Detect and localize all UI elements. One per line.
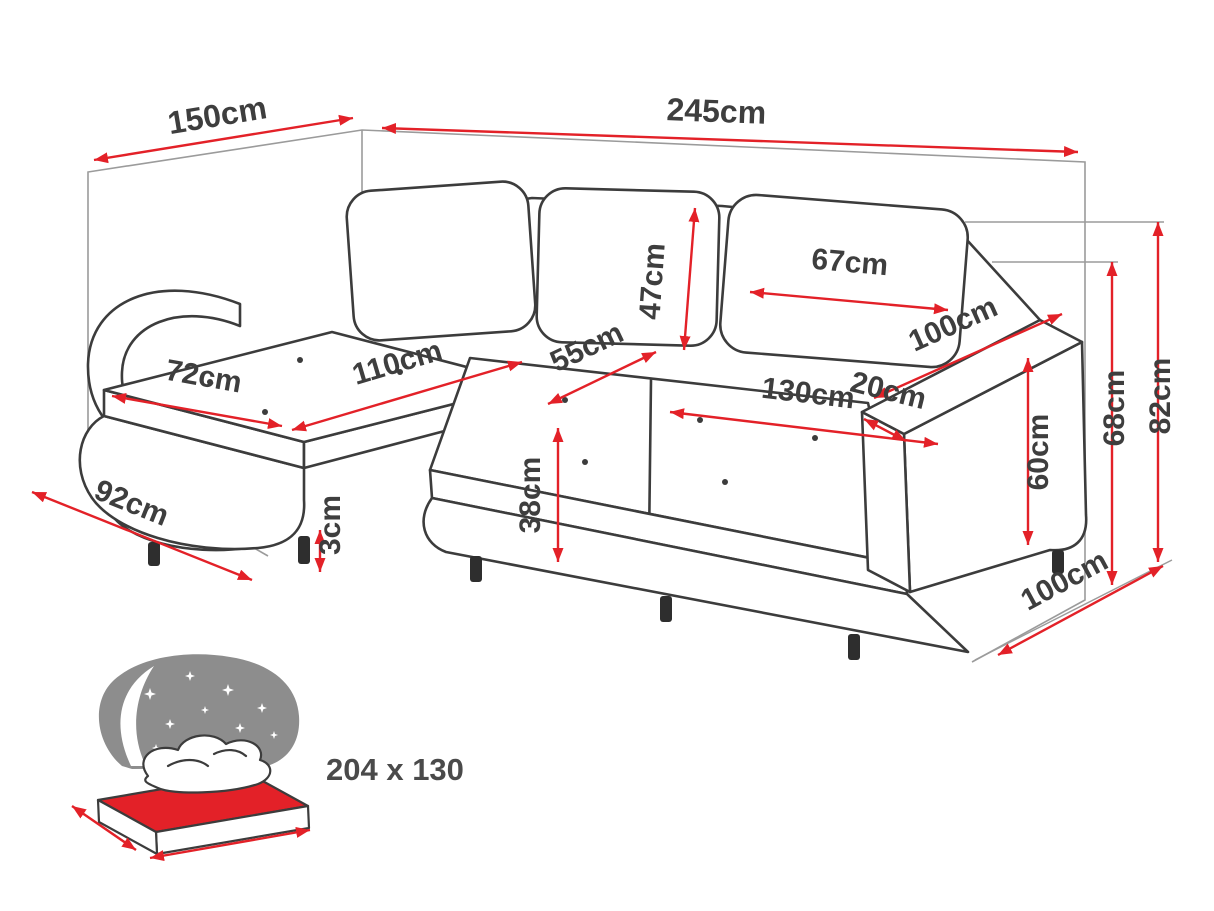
dimension-47: 47cm: [633, 207, 700, 351]
dimension-label-67: 67cm: [810, 243, 889, 283]
dimension-82: 82cm: [1144, 222, 1177, 562]
dimension-line-100-depth: [997, 564, 1164, 657]
sofa-leg: [848, 634, 860, 660]
moon-crescent-icon: [120, 666, 154, 766]
dimension-line-67: [749, 287, 949, 315]
dimension-150: 150cm: [93, 89, 354, 164]
dimension-100-depth: 100cm: [997, 544, 1164, 657]
dimension-245: 245cm: [381, 91, 1079, 158]
dimension-38: 38cm: [514, 428, 564, 562]
unfold-arrow-front: [149, 826, 311, 862]
dimension-line-20: [863, 417, 907, 443]
sleeping-area-size-label: 204 x 130: [326, 752, 464, 787]
dimension-line-100-armrest: [873, 312, 1063, 400]
dimension-label-82: 82cm: [1144, 358, 1177, 435]
dimension-67: 67cm: [749, 243, 949, 315]
sofa-leg: [298, 536, 310, 564]
sofa-leg: [660, 596, 672, 622]
dimension-line-245: [381, 122, 1079, 158]
dimension-68: 68cm: [1098, 262, 1131, 585]
dimension-line-92: [31, 490, 253, 582]
dimension-line-72: [111, 393, 283, 429]
duvet-crease-lines: [166, 749, 248, 768]
back-pillow-left: [345, 180, 537, 342]
dimension-label-47: 47cm: [633, 242, 671, 321]
unfold-arrow-left: [71, 805, 137, 851]
right-armrest-outer: [902, 340, 1088, 594]
dimension-label-60: 60cm: [1022, 414, 1055, 491]
dimension-line-55: [547, 350, 657, 406]
dimension-label-3: 3cm: [314, 495, 347, 555]
sofa-drawing: [78, 180, 1088, 660]
dimension-label-245: 245cm: [666, 91, 767, 131]
dimension-3: 3cm: [314, 495, 347, 572]
dimension-label-38: 38cm: [514, 457, 547, 534]
dimension-label-68: 68cm: [1098, 370, 1131, 447]
dimension-line-150: [93, 114, 354, 164]
sofa-leg: [148, 542, 160, 566]
dimension-line-110: [291, 360, 523, 432]
dimension-60: 60cm: [1022, 358, 1055, 545]
back-pillow-middle: [535, 187, 721, 347]
sleeping-function-icon: 204 x 130: [71, 654, 464, 862]
sofa-leg: [470, 556, 482, 582]
dimension-line-47: [679, 207, 700, 351]
backrest-right-line: [954, 226, 1042, 322]
